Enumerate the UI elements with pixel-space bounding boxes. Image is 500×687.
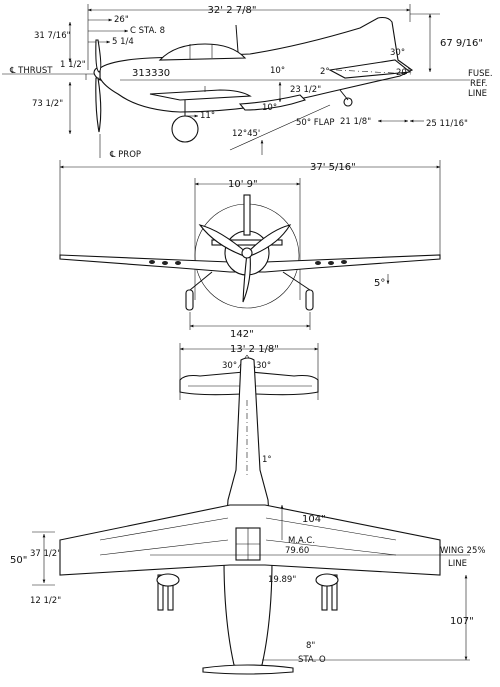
ang-10b-label: 10°	[262, 103, 277, 113]
overall-length-label: 32' 2 7/8"	[208, 5, 257, 16]
dim-12-1-2-label: 12 1/2"	[30, 596, 61, 606]
dim-12-45-label: 12°45'	[232, 129, 260, 139]
span-label: 37' 5/16"	[310, 162, 356, 173]
dim-26-label: 26"	[114, 15, 129, 25]
dim-107-label: 107"	[450, 616, 474, 627]
dim-21-1-8-label: 21 1/8"	[340, 117, 371, 127]
ang-20-label: 20°	[396, 68, 411, 78]
side-view: 32' 2 7/8" 26" C STA. 8 5 1/4 31 7/16" ℄…	[2, 4, 493, 160]
ang-30-label: 30°	[390, 48, 405, 58]
height-label: 67 9/16"	[440, 38, 483, 49]
tread-label: 142"	[230, 329, 254, 340]
fuse-ref-2: REF.	[470, 79, 488, 89]
dim-23-1-2-label: 23 1/2"	[290, 85, 321, 95]
ang-right-label: 30°	[256, 361, 271, 371]
dim-31-7-16-label: 31 7/16"	[34, 31, 71, 41]
front-view: 37' 5/16" 10' 9" 5° 142"	[59, 160, 441, 340]
dim-73-1-2-label: 73 1/2"	[32, 99, 63, 109]
flap-label: 50° FLAP	[296, 118, 335, 128]
dim-25-11-16-label: 25 11/16"	[426, 119, 468, 129]
ang-10a-label: 10°	[270, 66, 285, 76]
dihedral-label: 5°	[374, 278, 385, 289]
thrust-label: ℄ THRUST	[9, 66, 53, 76]
fuse-ref-1: FUSE.	[468, 69, 493, 79]
ang-2-label: 2°	[320, 67, 330, 77]
dim-1-1-2-label: 1 1/2"	[60, 60, 86, 70]
wing-line-2: LINE	[448, 559, 467, 569]
dim-50-label: 50"	[10, 555, 27, 566]
ang-left-label: 30°	[222, 361, 237, 371]
mac-value: 79.60	[285, 546, 309, 556]
dim-104-label: 104"	[302, 514, 326, 525]
mac-label: M.A.C.	[288, 536, 315, 546]
tread-top-label: 10' 9"	[228, 179, 258, 190]
stab-span-label: 13' 2 1/8"	[230, 344, 279, 355]
top-view: 13' 2 1/8" 30° 30° 1° 104" M.A.C. 79.60 …	[10, 343, 485, 675]
wing-line-1: WING 25%	[440, 546, 485, 556]
dim-37-1-2-label: 37 1/2"	[30, 549, 61, 559]
dim-8-label: 8"	[306, 641, 315, 651]
prop-label: ℄ PROP	[109, 150, 141, 160]
dim-19-89-label: 19.89"	[268, 575, 296, 585]
fuse-ref-3: LINE	[468, 89, 487, 99]
c-sta-8-label: C STA. 8	[130, 26, 165, 36]
ang-11-label: 11°	[200, 111, 215, 121]
serial-number: 313330	[132, 68, 170, 79]
ang-1-label: 1°	[262, 455, 272, 465]
dim-5-1-4-label: 5 1/4	[112, 37, 134, 47]
